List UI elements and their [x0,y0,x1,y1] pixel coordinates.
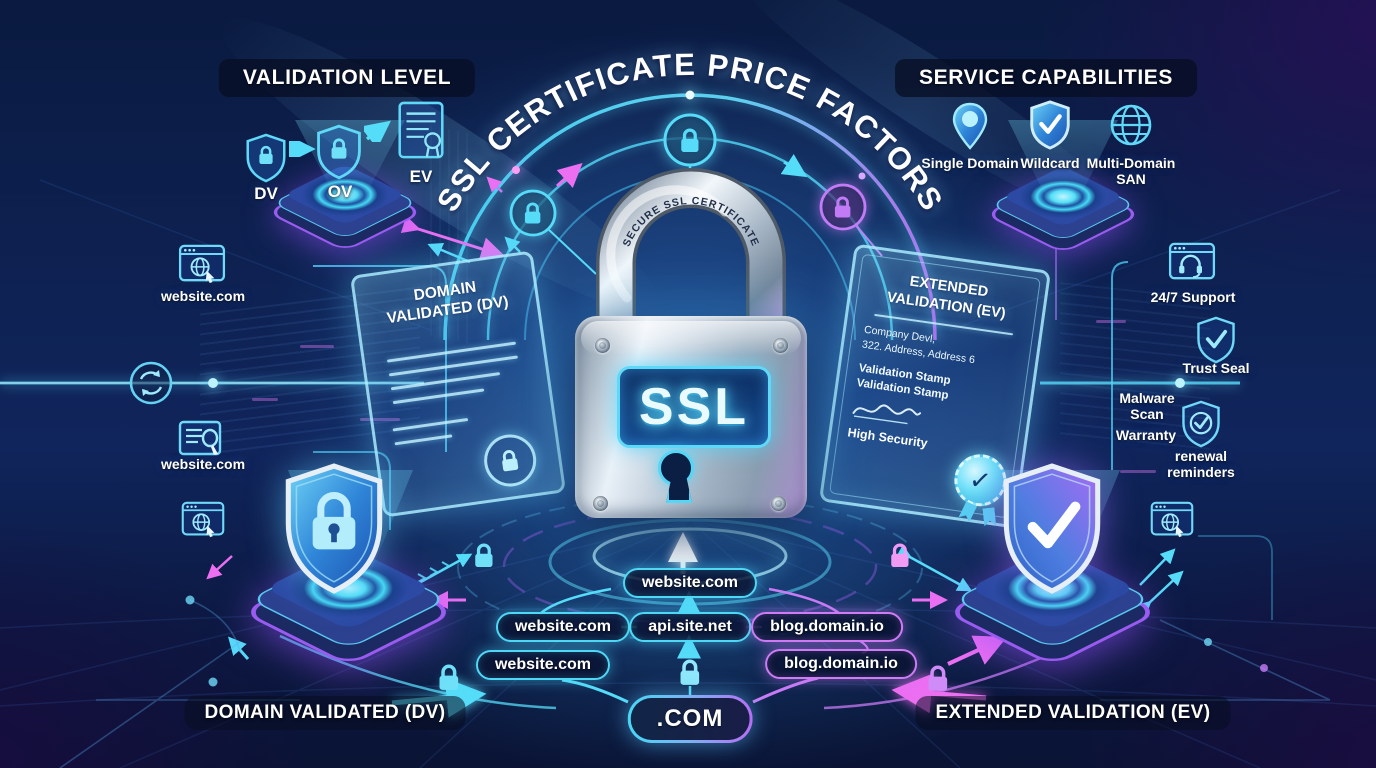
page-title: SSL CERTIFICATE PRICE FACTORS [430,47,949,218]
dv-certificate-card: DOMAIN VALIDATED (DV) [349,250,567,518]
trust-seal-label: Trust Seal [1182,360,1250,376]
pink-dash [1120,470,1156,473]
footer-ev-label: EXTENDED VALIDATION (EV) [915,696,1231,730]
shield-check-icon [1028,100,1072,150]
renewal-label: renewal reminders [1167,448,1235,481]
location-pin-icon [952,102,988,150]
ev-certificate-card: EXTENDED VALIDATION (EV) Company Devl, 3… [818,243,1052,529]
lock-badge [509,189,557,237]
dv-label: DV [254,184,278,203]
platform-bottom-left [246,538,451,668]
wildcard-label: Wildcard [1020,155,1080,171]
domain-pill-low-left: website.com [475,650,611,680]
browser-globe-icon [178,244,226,284]
website-label-bottom: website.com [160,456,246,472]
domain-pill-mid-left: website.com [495,612,631,642]
lock-icon [678,659,701,687]
lock-icon [926,665,949,693]
lock-icon [499,449,520,473]
lock-badge [663,113,717,167]
padlock-body: SSL [575,316,807,518]
svg-text:SSL CERTIFICATE PRICE FACTORS: SSL CERTIFICATE PRICE FACTORS [430,47,950,218]
browser-globe-icon [1150,501,1194,538]
pink-dash [1096,320,1126,323]
shield-check-circle-icon [1182,400,1220,448]
tld-pill: .COM [628,695,753,743]
dv-card-title: DOMAIN VALIDATED (DV) [385,278,510,328]
rivet [593,496,608,511]
multi-domain-san-label: Multi-Domain SAN [1086,155,1176,188]
support-label: 24/7 Support [1150,289,1236,305]
lock-icon [437,664,460,692]
domain-pill-low-right: blog.domain.io [765,649,917,679]
text-line [392,388,485,404]
domain-pill-blog: blog.domain.io [751,612,903,642]
ssl-label: SSL [638,378,750,436]
lock-badge [480,431,540,490]
ov-label: OV [327,182,353,201]
pink-dash [300,345,334,348]
platform-bottom-right [950,538,1155,668]
keyhole-icon [658,450,694,486]
shield-lock-icon [244,133,288,183]
shield-check-icon [1196,316,1236,364]
padlock-shackle: SECURE SSL CERTIFICATE [596,168,786,332]
domain-pill-api: api.site.net [629,612,751,642]
arrow-right-icon [289,141,316,157]
svg-text:SECURE SSL CERTIFICATE: SECURE SSL CERTIFICATE [621,195,762,249]
process-sync-icon [129,361,173,405]
platform-top-left [270,162,420,253]
warranty-label: Warranty [1115,427,1177,443]
ev-security-level: High Security [846,425,929,451]
globe-icon [1110,104,1152,146]
text-line [394,434,453,446]
ssl-plate: SSL [617,366,771,448]
lock-icon [473,543,495,569]
malware-scan-label: Malware Scan [1119,390,1175,423]
browser-headset-icon [1168,242,1216,282]
service-capabilities-header: SERVICE CAPABILITIES [895,59,1197,97]
text-line [390,371,501,391]
text-line [388,355,518,377]
light-streak [718,0,1142,250]
ev-label: EV [409,167,433,186]
shield-lock-icon [314,124,364,180]
dv-shield-lock [278,462,390,594]
validation-level-header: VALIDATION LEVEL [218,59,476,97]
keyhole-icon [666,474,692,503]
footer-dv-label: DOMAIN VALIDATED (DV) [184,696,466,730]
pink-dash [252,398,278,401]
rivet [771,496,786,511]
single-domain-label: Single Domain [921,155,1019,171]
signature-scribble [852,404,922,424]
website-label-top: website.com [160,288,246,304]
text-line [386,341,517,363]
rosette-ribbon [982,507,996,526]
lock-badge [819,183,867,231]
text-line [392,417,469,432]
certificate-icon [398,101,444,159]
rivet [773,338,788,353]
rivet [595,338,610,353]
document-search-icon [178,420,222,457]
arrow-up-right-icon [364,120,391,142]
ev-card-title: EXTENDED VALIDATION (EV) [886,273,1007,322]
lock-icon [889,543,911,569]
shackle-engraving: SECURE SSL CERTIFICATE [621,195,761,249]
browser-globe-icon [181,501,225,538]
domain-pill-root: website.com [622,568,758,598]
